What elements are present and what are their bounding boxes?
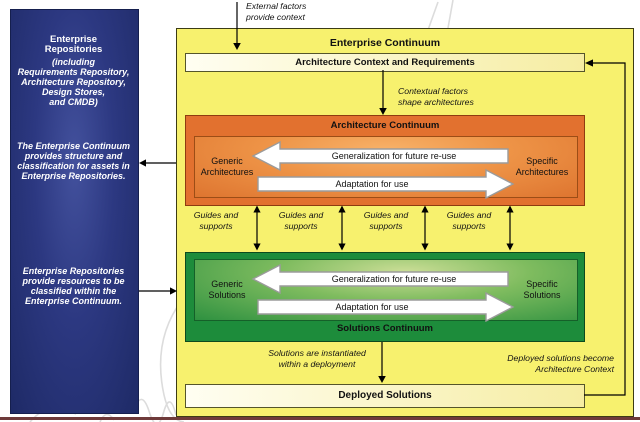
generic-solutions-label: Generic Solutions	[208, 279, 246, 300]
generalization-arrow-left-icon	[251, 263, 509, 295]
enterprise-repositories-panel: Enterprise Repositories (including Requi…	[10, 9, 139, 414]
adaptation-arrow-right-icon	[257, 168, 515, 199]
guides-supports-label-3: Guides and supports	[363, 210, 409, 231]
enterprise-continuum-box: Enterprise Continuum Architecture Contex…	[176, 28, 634, 417]
generic-architectures-label: Generic Architectures	[200, 156, 254, 177]
architecture-continuum-title: Architecture Continuum	[330, 120, 440, 131]
solutions-instantiated-annotation: Solutions are instantiated within a depl…	[268, 348, 366, 369]
panel-heading: Enterprise Repositories	[44, 34, 103, 55]
contextual-factors-annotation: Contextual factors shape architectures	[398, 86, 474, 107]
panel-note-resources: Enterprise Repositories provide resource…	[22, 266, 125, 306]
generalization-arrow-label: Generalization for future re-use	[331, 274, 457, 284]
architecture-block-arrows	[251, 140, 515, 199]
bottom-rule	[0, 417, 640, 420]
adaptation-arrow-label: Adaptation for use	[335, 302, 409, 312]
architecture-continuum-inner: Generic Architectures Specific Architect…	[194, 136, 578, 199]
adaptation-arrow-label: Adaptation for use	[335, 179, 409, 189]
external-factors-annotation: External factors provide context	[246, 1, 307, 22]
panel-note-structure: The Enterprise Continuum provides struct…	[16, 141, 130, 181]
guides-supports-label-2: Guides and supports	[278, 210, 324, 231]
panel-subheading: (including Requirements Repository, Arch…	[17, 57, 130, 107]
deployed-solutions-bar: Deployed Solutions	[185, 384, 585, 408]
solutions-block-arrows	[251, 263, 515, 322]
guides-supports-label-4: Guides and supports	[446, 210, 492, 231]
enterprise-continuum-title: Enterprise Continuum	[329, 37, 441, 49]
adaptation-arrow-right-icon	[257, 291, 515, 322]
solutions-continuum-box: Generic Solutions Specific Solutions Gen…	[185, 252, 585, 342]
specific-solutions-label: Specific Solutions	[523, 279, 561, 300]
solutions-continuum-inner: Generic Solutions Specific Solutions Gen…	[194, 259, 578, 322]
generalization-arrow-left-icon	[251, 140, 509, 172]
architecture-context-bar: Architecture Context and Requirements	[185, 53, 585, 72]
specific-architectures-label: Specific Architectures	[515, 156, 569, 177]
deployed-become-annotation: Deployed solutions become Architecture C…	[507, 353, 614, 374]
guides-supports-label-1: Guides and supports	[193, 210, 239, 231]
generalization-arrow-label: Generalization for future re-use	[331, 151, 457, 161]
architecture-continuum-box: Architecture Continuum Generic Architect…	[185, 115, 585, 206]
solutions-continuum-title: Solutions Continuum	[336, 323, 434, 334]
